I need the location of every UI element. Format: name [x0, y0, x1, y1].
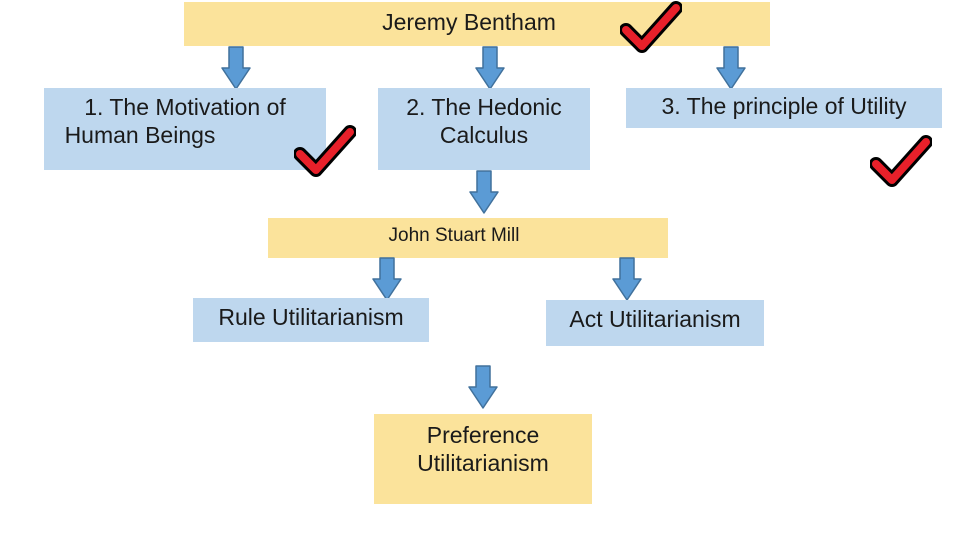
node-motivation-line-1: 1. The Motivation of: [84, 94, 286, 120]
red-checkmark-icon: [870, 134, 932, 188]
down-arrow-icon: [372, 257, 402, 301]
node-rule-utilitarianism: Rule Utilitarianism: [193, 298, 429, 342]
down-arrow-icon: [475, 46, 505, 90]
red-checkmark-icon: [620, 0, 682, 54]
node-motivation-line-2: Human Beings: [64, 121, 216, 148]
down-arrow-icon: [469, 170, 499, 214]
node-preference-line-1: Preference: [426, 422, 540, 448]
node-rule-utilitarianism-label: Rule Utilitarianism: [218, 304, 404, 330]
down-arrow-icon: [716, 46, 746, 90]
red-checkmark-icon: [294, 124, 356, 178]
down-arrow-icon: [612, 257, 642, 301]
node-hedonic-line-2: Calculus: [439, 121, 529, 148]
node-john-stuart-mill: John Stuart Mill: [268, 218, 668, 258]
node-principle-of-utility: 3. The principle of Utility: [626, 88, 942, 128]
node-jeremy-bentham-label: Jeremy Bentham: [382, 9, 556, 35]
node-john-stuart-mill-label: John Stuart Mill: [388, 225, 520, 246]
node-motivation-of-human-beings: 1. The Motivation of Human Beings: [44, 88, 326, 170]
node-hedonic-calculus: 2. The Hedonic Calculus: [378, 88, 590, 170]
down-arrow-icon: [221, 46, 251, 90]
node-hedonic-line-1: 2. The Hedonic: [406, 94, 562, 120]
node-act-utilitarianism: Act Utilitarianism: [546, 300, 764, 346]
node-preference-utilitarianism: Preference Utilitarianism: [374, 414, 592, 504]
down-arrow-icon: [468, 365, 498, 409]
node-principle-of-utility-label: 3. The principle of Utility: [661, 93, 907, 119]
node-preference-line-2: Utilitarianism: [417, 449, 549, 476]
node-act-utilitarianism-label: Act Utilitarianism: [569, 306, 741, 332]
node-jeremy-bentham: Jeremy Bentham: [184, 2, 770, 46]
